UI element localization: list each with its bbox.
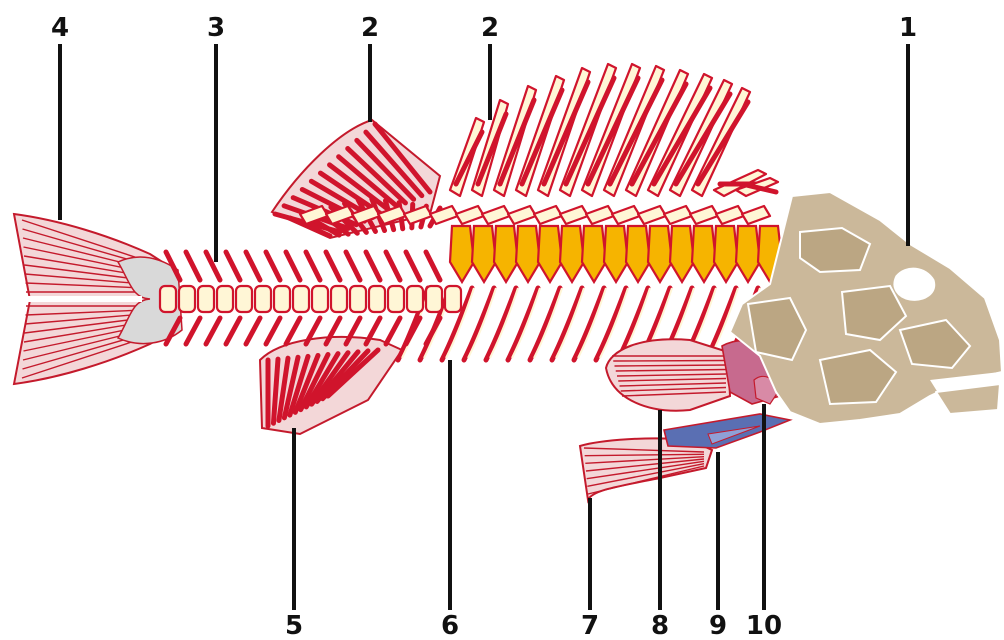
label-2-left: 2 xyxy=(361,13,379,43)
trunk-vertebra xyxy=(670,226,694,282)
trunk-vertebra xyxy=(494,226,518,282)
pectoral-ray xyxy=(613,361,726,362)
neural-spine xyxy=(246,252,260,280)
neural-spine xyxy=(186,252,200,280)
trunk-vertebra xyxy=(626,226,650,282)
trunk-vertebra xyxy=(692,226,716,282)
haemal-spine xyxy=(186,318,200,344)
label-8: 8 xyxy=(651,611,669,640)
trunk-vertebra xyxy=(538,226,562,282)
trunk-vertebra xyxy=(736,226,760,282)
haemal-spine xyxy=(226,318,240,344)
vertebral-process xyxy=(586,206,614,224)
haemal-spine xyxy=(386,318,400,344)
vertebral-process xyxy=(716,206,744,224)
vertebral-process xyxy=(534,206,562,224)
vertebral-process xyxy=(560,206,588,224)
label-5: 5 xyxy=(285,611,303,640)
tail-vertebra xyxy=(369,286,385,312)
tail-vertebra xyxy=(217,286,233,312)
trunk-vertebra xyxy=(714,226,738,282)
tail-vertebra xyxy=(445,286,461,312)
tail-vertebra xyxy=(388,286,404,312)
label-6: 6 xyxy=(441,611,459,640)
neural-spine xyxy=(286,252,300,280)
trunk-vertebra xyxy=(472,226,496,282)
label-3: 3 xyxy=(207,13,225,43)
label-2-right: 2 xyxy=(481,13,499,43)
vertebral-process xyxy=(612,206,640,224)
haemal-spine xyxy=(266,318,280,344)
label-10: 10 xyxy=(746,611,782,640)
neural-spine xyxy=(306,252,320,280)
tail-vertebra xyxy=(312,286,328,312)
trunk-vertebra xyxy=(516,226,540,282)
trunk-vertebra xyxy=(560,226,584,282)
tail-vertebra xyxy=(198,286,214,312)
tail-vertebra xyxy=(160,286,176,312)
neural-spine xyxy=(406,252,420,280)
tail-vertebra xyxy=(331,286,347,312)
vertebral-process xyxy=(690,206,718,224)
label-4: 4 xyxy=(51,13,69,43)
label-9: 9 xyxy=(709,611,727,640)
pectoral-fin xyxy=(606,339,730,410)
tail-vertebra xyxy=(255,286,271,312)
haemal-spine xyxy=(286,318,300,344)
vertebral-process xyxy=(664,206,692,224)
anal-fin xyxy=(260,337,402,434)
tail-vertebra xyxy=(274,286,290,312)
neural-spine xyxy=(346,252,360,280)
neural-spine xyxy=(266,252,280,280)
tail-vertebra xyxy=(407,286,423,312)
tail-vertebra xyxy=(293,286,309,312)
eye-socket xyxy=(894,268,935,300)
trunk-vertebra xyxy=(582,226,606,282)
neural-spine xyxy=(426,252,440,280)
vertebral-process xyxy=(430,206,458,224)
tail-vertebra xyxy=(426,286,442,312)
trunk-vertebra xyxy=(450,226,474,282)
vertebral-process xyxy=(742,206,770,224)
haemal-spine xyxy=(206,318,220,344)
neural-spine xyxy=(326,252,340,280)
tail-vertebra xyxy=(179,286,195,312)
tail-vertebra xyxy=(350,286,366,312)
neural-spine xyxy=(226,252,240,280)
label-1: 1 xyxy=(899,13,917,43)
vertebral-process xyxy=(508,206,536,224)
neural-spine xyxy=(366,252,380,280)
haemal-spine xyxy=(246,318,260,344)
vertebral-process xyxy=(456,206,484,224)
vertebral-process xyxy=(482,206,510,224)
label-7: 7 xyxy=(581,611,599,640)
caudal-fin xyxy=(14,214,182,384)
pectoral-ray xyxy=(615,365,727,366)
trunk-vertebra xyxy=(604,226,628,282)
vertebral-process xyxy=(638,206,666,224)
pelvic-fin xyxy=(580,414,790,500)
trunk-vertebra xyxy=(648,226,672,282)
tail-vertebra xyxy=(236,286,252,312)
neural-spine xyxy=(386,252,400,280)
dorsal-fin-spiny xyxy=(450,64,778,196)
